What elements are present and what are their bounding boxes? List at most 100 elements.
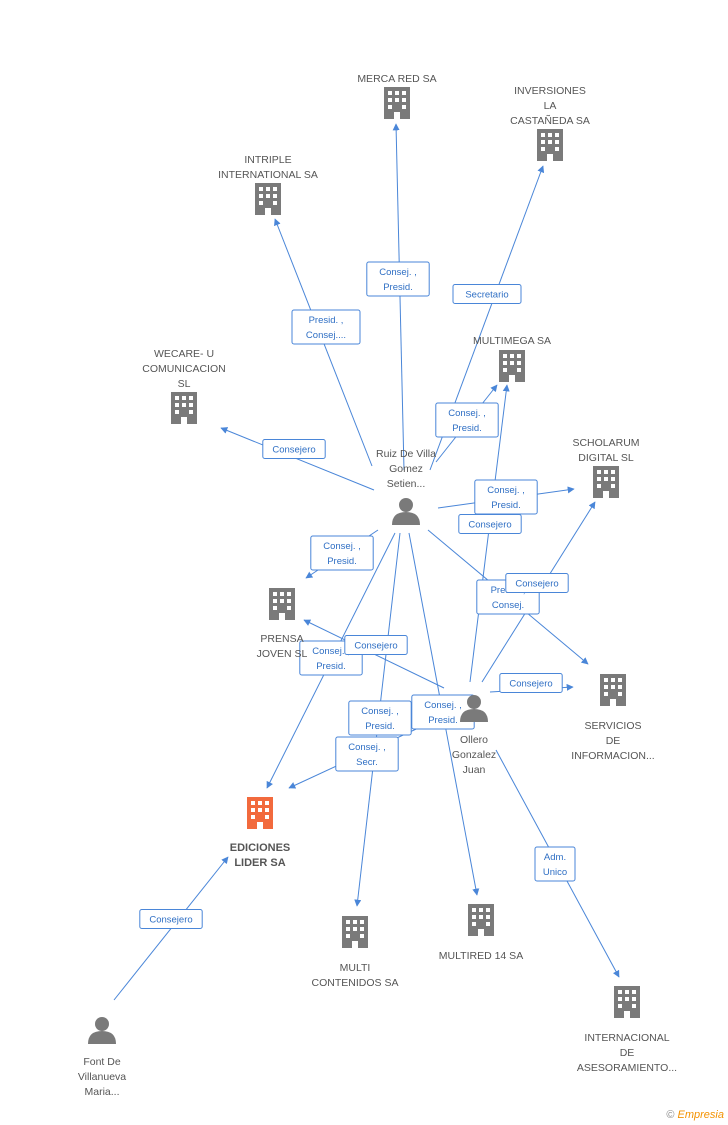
edge-label-text: Presid. [365, 721, 395, 732]
copyright-icon: © [666, 1109, 675, 1121]
building-icon [593, 466, 619, 498]
node-label-contenidos-sa: CONTENIDOS SA [312, 977, 399, 989]
node-label-juan: Juan [463, 764, 486, 776]
node-label-ollero: Ollero [460, 734, 488, 746]
node-label-multired-14-sa: MULTIRED 14 SA [439, 950, 523, 962]
building-icon [342, 916, 368, 948]
edge-label-ollero-to-prensa[interactable]: Consejero [344, 635, 408, 655]
person-icon [88, 1017, 116, 1044]
brand-logo[interactable]: Empresia [677, 1109, 724, 1121]
node-label-asesoramiento: ASESORAMIENTO... [577, 1062, 677, 1074]
edge-label-text: Consejero [272, 445, 315, 456]
node-servicios[interactable]: SERVICIOSDEINFORMACION... [571, 674, 655, 762]
edge-label-text: Presid. [316, 661, 346, 672]
node-label-maria: Maria... [84, 1086, 119, 1098]
edge-label-ruiz-to-scholarum[interactable]: Consej. , Presid. [474, 479, 538, 515]
edge-label-text: Consejero [149, 915, 192, 926]
node-label-setien: Setien... [387, 478, 426, 490]
edge-label-ruiz-to-wecare[interactable]: Consejero [262, 439, 326, 459]
edge-label-font-to-ediciones[interactable]: Consejero [139, 909, 203, 929]
node-merca[interactable]: MERCA RED SA [357, 73, 437, 119]
node-ediciones[interactable]: EDICIONES LIDER SA [230, 797, 291, 869]
edge-label-text: Presid. [491, 500, 521, 511]
node-label-la: LA [544, 100, 557, 112]
node-label-international-sa: INTERNATIONAL SA [218, 169, 318, 181]
edge-label-box [139, 909, 203, 929]
node-label-de: DE [606, 735, 621, 747]
edge-label-text: Presid. , [309, 315, 344, 326]
edge-label-ollero-to-scholarum[interactable]: Consejero [505, 573, 569, 593]
edge-label-text: Unico [543, 867, 567, 878]
node-label-font-de: Font De [83, 1056, 121, 1068]
node-label-informacion: INFORMACION... [571, 750, 654, 762]
edge-label-box [262, 439, 326, 459]
edge-label-text: Consejero [509, 679, 552, 690]
person-icon [392, 498, 420, 525]
edge-label-text: Consej. , [424, 700, 462, 711]
edge-label-text: Consejero [354, 641, 397, 652]
edge-label-box [344, 635, 408, 655]
node-multired[interactable]: MULTIRED 14 SA [439, 904, 523, 962]
edge-label-ruiz-to-inversiones[interactable]: Secretario [452, 284, 522, 304]
node-label-prensa: PRENSA [260, 633, 303, 645]
node-label-sl: SL [178, 378, 191, 390]
edge-label-ruiz-to-multimega[interactable]: Consej. ,Presid. [435, 402, 499, 438]
edge-label-ruiz-to-intriple[interactable]: Presid. ,Consej.... [291, 309, 361, 345]
edge-label-ollero-to-internacional[interactable]: Adm.Unico [534, 846, 576, 882]
edge-ruiz-to-merca [392, 123, 405, 471]
edge-label-ollero-to-ediciones[interactable]: Consej. , Secr. [335, 736, 399, 772]
node-prensa[interactable]: PRENSA JOVEN SL [257, 588, 308, 660]
edge-label-box [505, 573, 569, 593]
node-label-de: DE [620, 1047, 635, 1059]
footer: © Empresia [666, 1109, 724, 1121]
node-label-scholarum: SCHOLARUM [572, 437, 639, 449]
building-icon [269, 588, 295, 620]
building-icon [247, 797, 273, 829]
node-label-digital-sl: DIGITAL SL [578, 452, 634, 464]
node-label-merca-red-sa: MERCA RED SA [357, 73, 436, 85]
edge-label-ollero-to-servicios[interactable]: Consejero [499, 673, 563, 693]
edge-label-ruiz-to-merca[interactable]: Consej. ,Presid. [366, 261, 430, 297]
node-label-ediciones: EDICIONES [230, 842, 291, 854]
building-icon [614, 986, 640, 1018]
edge-label-text: Consej. , [348, 742, 386, 753]
node-label-villanueva: Villanueva [78, 1071, 126, 1083]
building-icon [384, 87, 410, 119]
edge-label-ruiz-to-prensa[interactable]: Consej. , Presid. [310, 535, 374, 571]
edge-label-box [499, 673, 563, 693]
edge-label-box [310, 535, 374, 571]
node-multimega[interactable]: MULTIMEGA SA [473, 335, 551, 382]
node-scholarum[interactable]: SCHOLARUM DIGITAL SL [572, 437, 640, 498]
building-icon [499, 350, 525, 382]
node-label-ruiz-de-villa: Ruiz De Villa [376, 448, 436, 460]
node-label-gonzalez: Gonzalez [452, 749, 496, 761]
edge-label-text: Consej. , [487, 485, 525, 496]
edge-label-ollero-to-multimega[interactable]: Consejero [458, 514, 522, 534]
edge-labels-layer: Consej. , Presid. Presid. ,Consej.... Secre… [139, 261, 576, 929]
edge-label-text: Presid. [327, 556, 357, 567]
edge-label-text: Consej. , [312, 646, 350, 657]
node-label-casta-eda-sa: CASTAÑEDA SA [510, 114, 590, 127]
node-label-multimega-sa: MULTIMEGA SA [473, 335, 551, 347]
edge-label-box [435, 402, 499, 438]
building-icon [600, 674, 626, 706]
edge-label-ruiz-to-multi[interactable]: Consej. ,Presid. [348, 700, 412, 736]
node-label-lider-sa: LIDER SA [234, 857, 285, 869]
edge-label-text: Consej. , [323, 541, 361, 552]
node-label-comunicacion: COMUNICACION [142, 363, 225, 375]
node-label-joven-sl: JOVEN SL [257, 648, 308, 660]
node-internacional[interactable]: INTERNACIONALDEASESORAMIENTO... [577, 986, 677, 1074]
edge-label-box [348, 700, 412, 736]
node-font[interactable]: Font De VillanuevaMaria... [78, 1017, 126, 1098]
node-ruiz[interactable]: Ruiz De VillaGomezSetien... [376, 448, 436, 525]
edge-label-box [452, 284, 522, 304]
edge-label-text: Consej. [492, 600, 524, 611]
edge-label-box [291, 309, 361, 345]
edge-label-text: Secr. [356, 757, 378, 768]
